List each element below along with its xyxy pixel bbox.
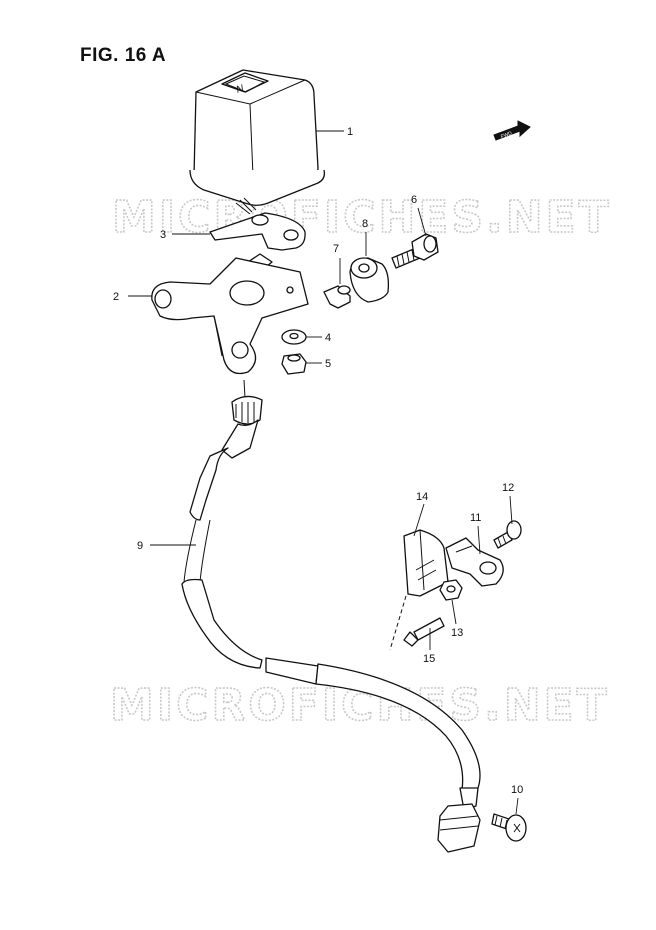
callout-12: 12 <box>502 482 514 494</box>
leader-lines <box>128 130 519 815</box>
part-8-grommet <box>349 257 390 303</box>
part-13-nut <box>439 579 463 601</box>
part-9-cable <box>181 379 481 853</box>
callout-2: 2 <box>113 291 119 303</box>
part-5-nut <box>281 353 307 375</box>
part-14-clamp-bracket <box>389 529 449 651</box>
callout-4: 4 <box>325 332 331 344</box>
figure-title: FIG. 16 A <box>80 45 167 66</box>
callout-9: 9 <box>137 540 143 552</box>
part-2-bracket <box>151 257 309 375</box>
part-12-screw <box>493 520 522 549</box>
callout-14: 14 <box>416 491 428 503</box>
callout-15: 15 <box>423 653 435 665</box>
callout-8: 8 <box>362 218 368 230</box>
callout-7: 7 <box>333 243 339 255</box>
part-7-collar <box>323 285 351 309</box>
part-10-screw <box>491 813 527 842</box>
part-6-bolt <box>391 233 439 269</box>
callout-13: 13 <box>451 627 463 639</box>
part-11-clamp <box>445 537 504 587</box>
part-4-washer <box>281 329 307 345</box>
callout-3: 3 <box>160 229 166 241</box>
part-15-rivet <box>403 617 445 647</box>
part-1-meter-housing: N <box>189 69 326 215</box>
callout-11: 11 <box>470 512 481 524</box>
callout-1: 1 <box>347 126 353 138</box>
fwd-arrow-icon: FWD <box>493 120 531 141</box>
callouts: 1 2 3 4 5 6 7 8 9 10 11 12 13 14 15 <box>113 126 523 796</box>
callout-6: 6 <box>411 194 417 206</box>
meter-face-text: N <box>235 83 246 96</box>
callout-5: 5 <box>325 358 331 370</box>
watermark-top: MICROFICHES.NET <box>112 192 612 243</box>
callout-10: 10 <box>511 784 523 796</box>
fwd-label: FWD <box>500 130 513 140</box>
